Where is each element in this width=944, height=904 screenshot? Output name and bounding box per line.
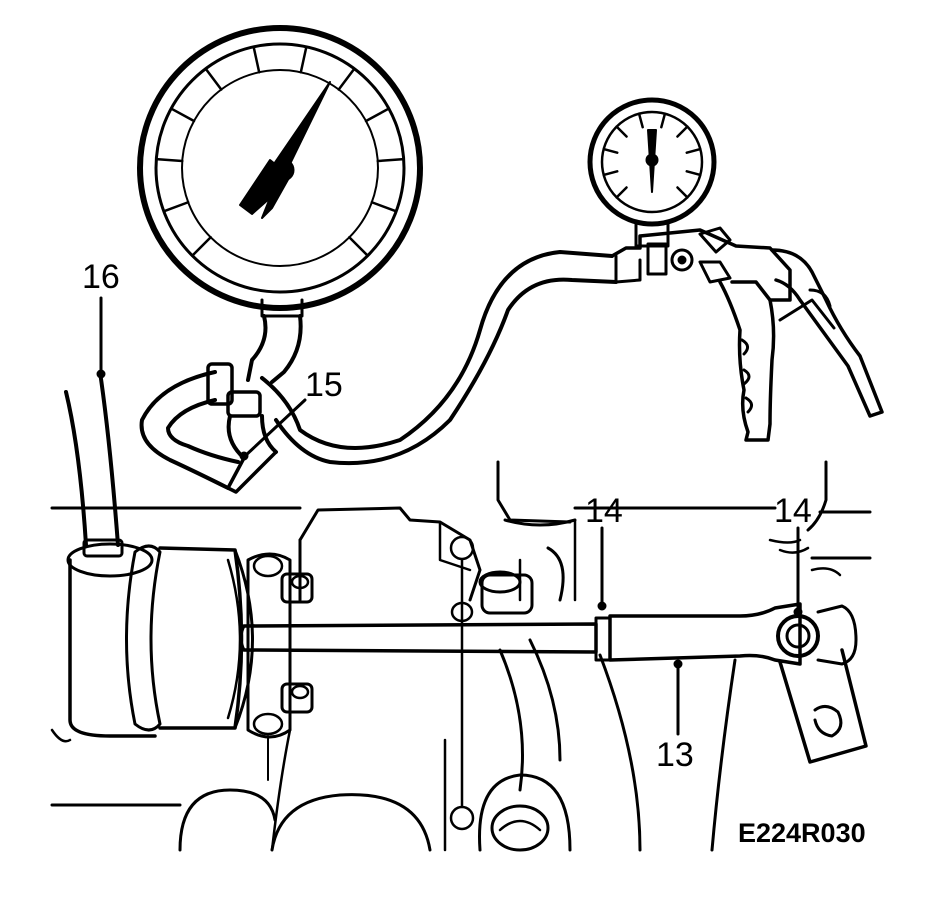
callout-leaders <box>96 296 803 808</box>
gauge-tick <box>348 236 369 257</box>
gauge-tick <box>615 125 628 138</box>
hose-assembly-15 <box>139 250 618 494</box>
gauge-tick <box>685 147 702 154</box>
gauge-tick <box>685 170 702 177</box>
callout-14-left: 14 <box>585 492 623 530</box>
gauge-tick <box>169 107 196 123</box>
gauge-tick <box>337 67 356 91</box>
gauge-tick <box>676 125 689 138</box>
gauge-tick <box>676 186 689 199</box>
callout-16: 16 <box>82 258 120 296</box>
gauge-tick <box>364 107 391 123</box>
hose-16 <box>64 370 124 558</box>
tool-13 <box>239 602 868 764</box>
gauge-tick <box>637 112 644 129</box>
gauge-tick <box>615 186 628 199</box>
gauge-tick <box>299 45 308 74</box>
gauge-tick <box>252 45 261 74</box>
large-pressure-gauge <box>137 25 423 384</box>
small-gauge-ticks <box>602 112 702 199</box>
hand-pump <box>587 97 884 442</box>
gauge-tick <box>370 200 398 213</box>
gauge-tick <box>204 67 223 91</box>
gauge-tick <box>191 236 212 257</box>
gauge-tick <box>602 170 619 177</box>
callout-14-right: 14 <box>774 492 812 530</box>
gauge-tick <box>376 157 405 163</box>
gauge-tick <box>602 147 619 154</box>
large-gauge-ticks <box>155 45 405 257</box>
engine-background <box>50 460 872 852</box>
gauge-tick <box>660 112 667 129</box>
callout-13: 13 <box>656 736 694 774</box>
figure-code: E224R030 <box>738 818 866 848</box>
callout-15: 15 <box>305 366 343 404</box>
gauge-tick <box>155 157 184 163</box>
gauge-tick <box>162 200 190 213</box>
